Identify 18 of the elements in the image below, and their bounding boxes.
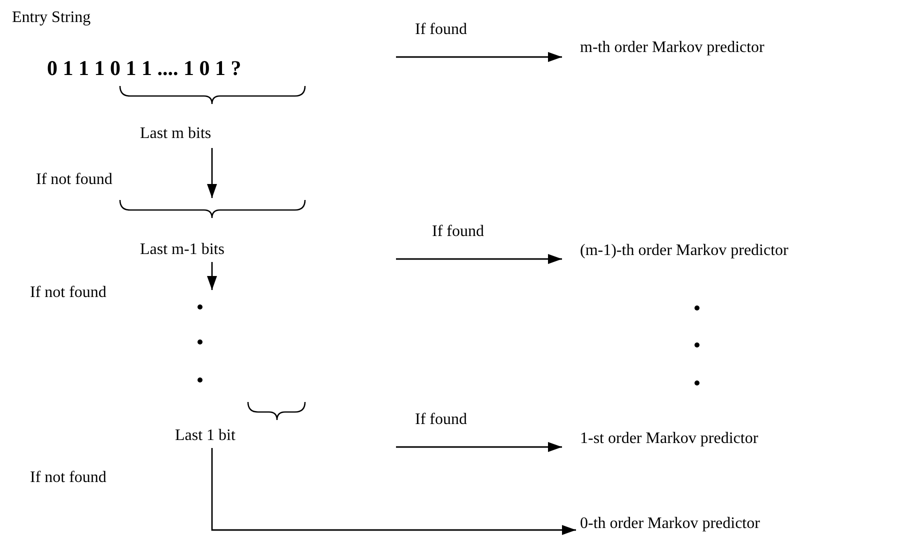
predictor-label: m-th order Markov predictor bbox=[580, 38, 764, 58]
arrow bbox=[211, 448, 576, 535]
arrow bbox=[396, 442, 562, 452]
bit-window-label: Last 1 bit bbox=[175, 426, 236, 446]
arrow bbox=[207, 262, 217, 290]
predictor-label: 1-st order Markov predictor bbox=[580, 429, 758, 449]
arrow bbox=[396, 52, 562, 62]
predictor-label: (m-1)-th order Markov predictor bbox=[580, 241, 788, 261]
arrow bbox=[396, 254, 562, 264]
bit-window-label: Last m bits bbox=[140, 124, 212, 144]
bit-window-label: Last m-1 bits bbox=[140, 240, 224, 260]
arrow bbox=[207, 148, 217, 198]
predictor-label: 0-th order Markov predictor bbox=[580, 514, 760, 534]
bit-string: 0 1 1 1 0 1 1 .... 1 0 1 ? bbox=[47, 56, 242, 80]
note-label: If not found bbox=[36, 170, 112, 190]
caption-label: Entry String bbox=[12, 8, 91, 28]
note-label: If not found bbox=[30, 468, 106, 488]
note-label: If not found bbox=[30, 283, 106, 303]
